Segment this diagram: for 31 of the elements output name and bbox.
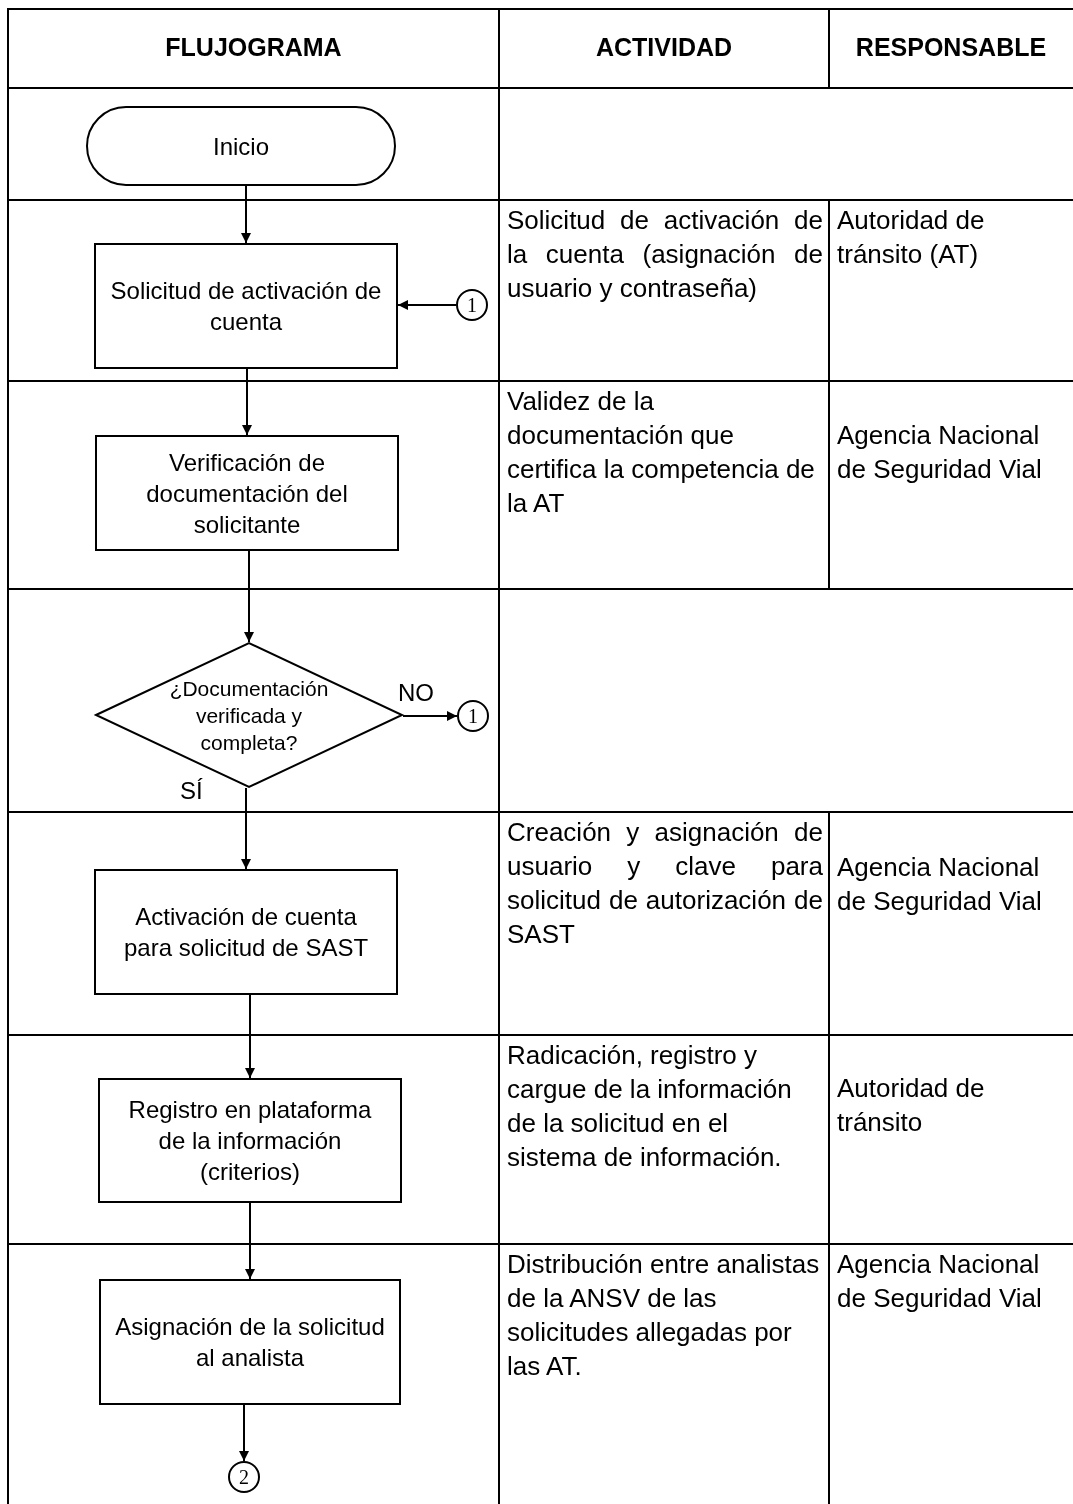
table-text: Agencia Nacional de Seguridad Vial [837, 851, 1043, 918]
table-text: Autoridad de tránsito [837, 1072, 986, 1139]
process-box: Asignación de la solicitud al analista [99, 1279, 401, 1405]
column-header: ACTIVIDAD [594, 32, 734, 63]
start-terminal: Inicio [86, 106, 396, 186]
connector-circle: 2 [228, 1461, 260, 1493]
table-text: Distribución entre analistas de la ANSV de las solicitudes allegadas por las AT. [507, 1248, 821, 1383]
arrow [239, 1404, 249, 1462]
process-box: Activación de cuenta para solicitud de SAST [94, 869, 398, 995]
table-text: Agencia Nacional de Seguridad Vial [837, 419, 1043, 486]
arrow [241, 185, 251, 244]
arrow [241, 787, 251, 870]
arrow [242, 368, 252, 436]
process-box: Registro en plataforma de la información (criterios) [98, 1078, 402, 1203]
column-header: FLUJOGRAMA [164, 32, 343, 63]
table-text: Solicitud de activación de la cuenta (asignación de usuario y contraseña) [507, 204, 823, 305]
connector-circle: 1 [457, 700, 489, 732]
table-text: Creación y asignación de usuario y clave para solicitud de autorización de SAST [507, 816, 823, 951]
table-text: Autoridad de tránsito (AT) [837, 204, 986, 271]
table-text: Agencia Nacional de Seguridad Vial [837, 1248, 1043, 1315]
connector-circle: 1 [456, 289, 488, 321]
arrow [397, 300, 457, 310]
arrow [402, 711, 458, 721]
process-box: Solicitud de activación de cuenta [94, 243, 398, 369]
table-text: Validez de la documentación que certifica la competencia de la AT [507, 385, 816, 520]
table-text: Radicación, registro y cargue de la información de la solicitud en el sistema de información. [507, 1039, 793, 1174]
process-box: Verificación de documentación del solicitante [95, 435, 399, 551]
column-header: RESPONSABLE [854, 32, 1048, 63]
arrow [244, 550, 254, 643]
arrow [245, 1202, 255, 1280]
arrow [245, 994, 255, 1079]
